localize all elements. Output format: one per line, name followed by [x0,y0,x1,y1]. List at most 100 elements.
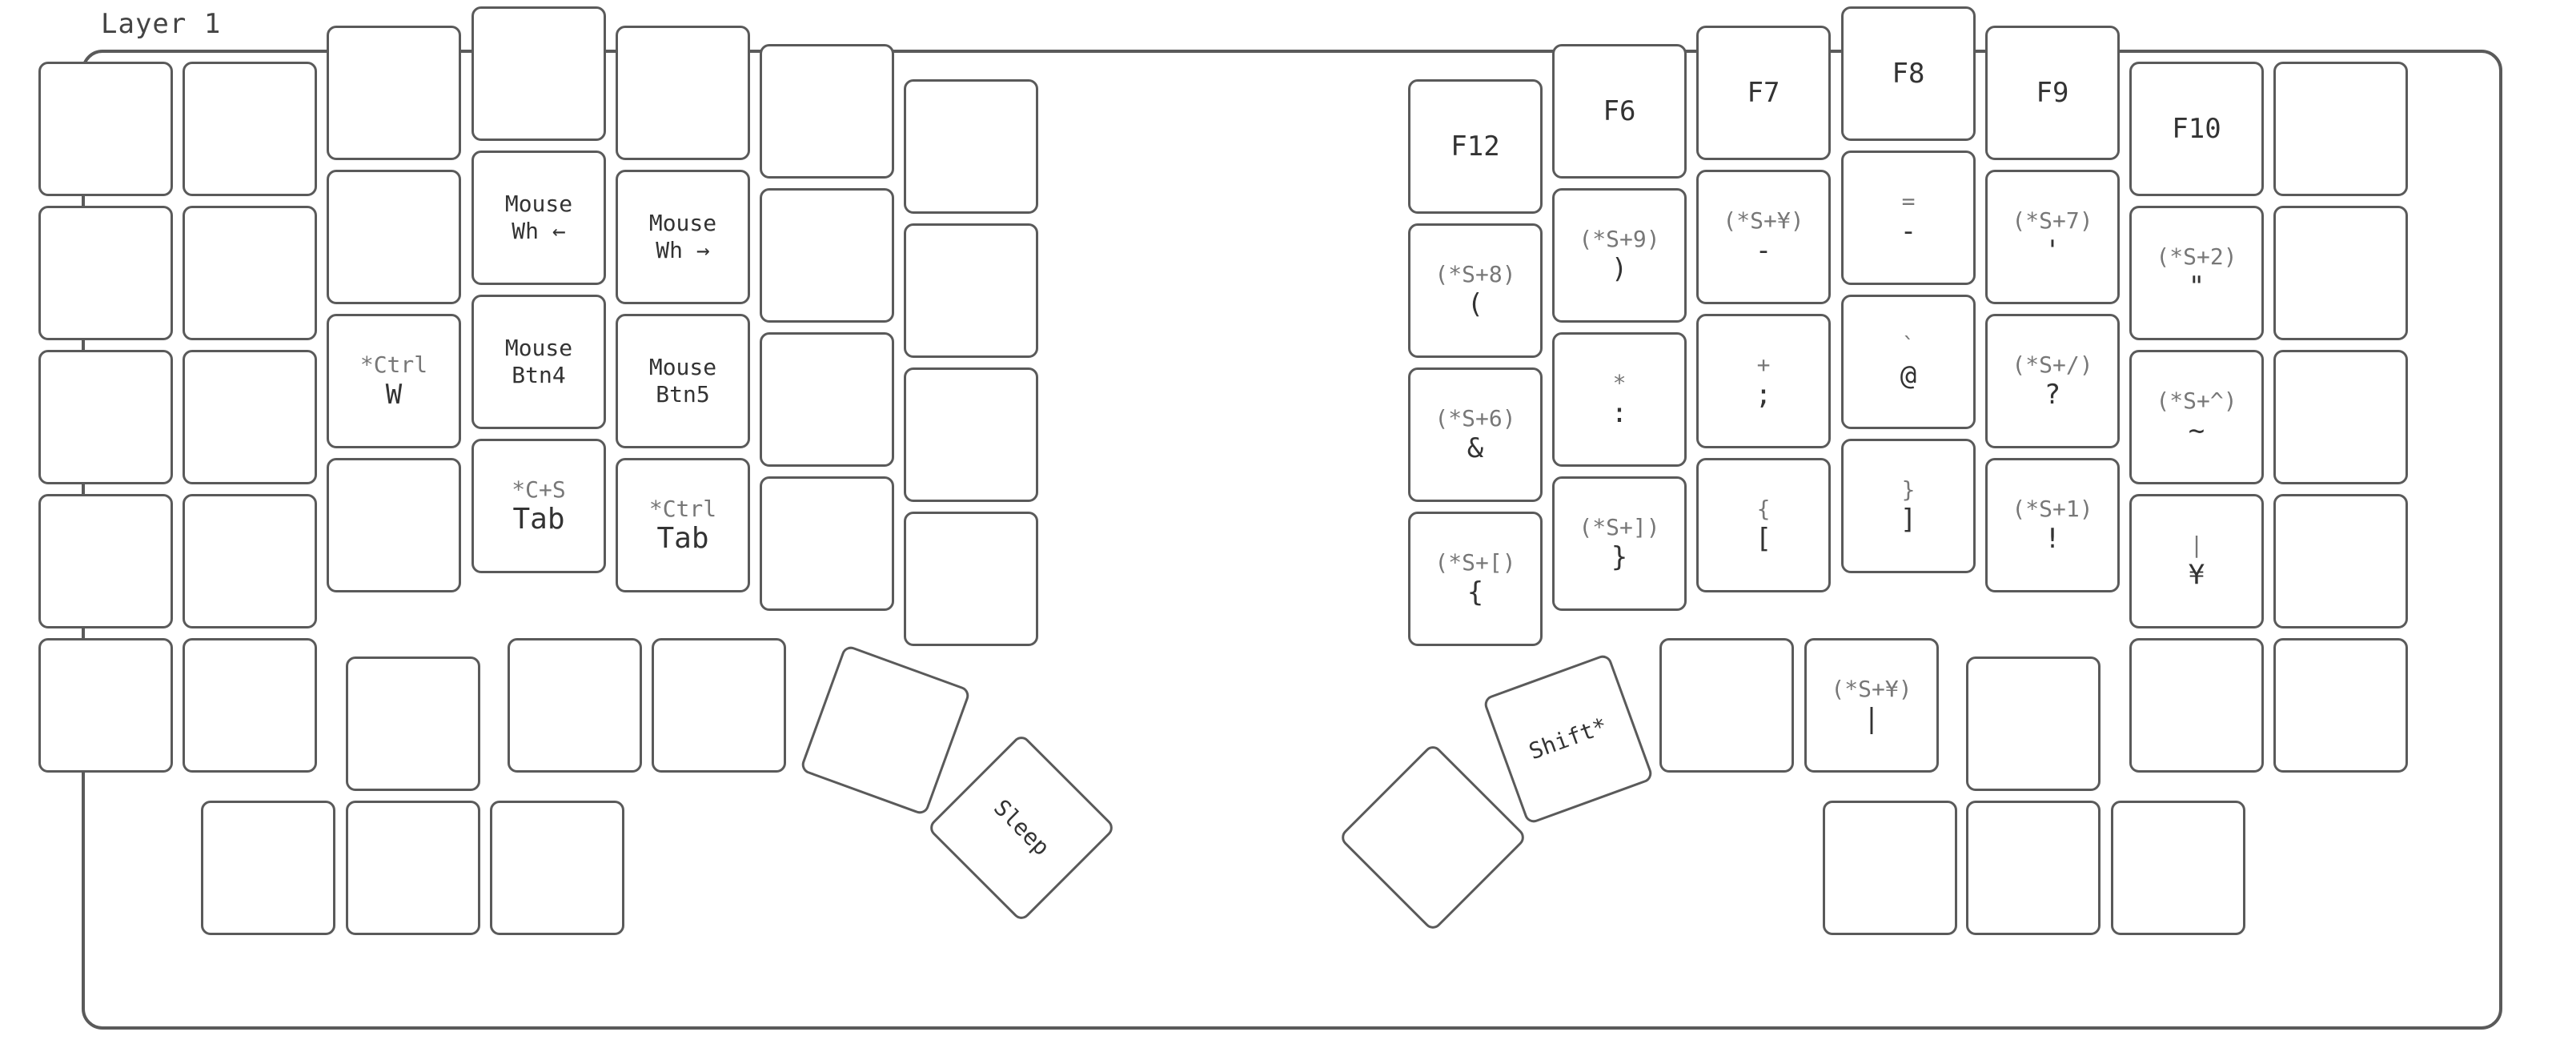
key-legend: Wh ← [512,218,566,244]
key[interactable]: F6 [1552,44,1687,179]
key[interactable]: (*S+8)( [1408,223,1543,358]
key[interactable] [346,656,480,791]
key[interactable] [38,206,173,340]
key[interactable] [183,62,317,196]
key[interactable] [38,350,173,484]
key-shifted-legend: (*S+[) [1434,549,1516,576]
key[interactable] [760,476,894,611]
key-shifted-legend: (*S+7) [2012,207,2093,234]
key[interactable] [760,188,894,323]
key[interactable]: (*S+/)? [1985,314,2120,448]
key[interactable] [490,801,624,935]
key[interactable]: F9 [1985,26,2120,160]
key-legend: W [385,379,403,411]
key[interactable] [2111,801,2245,935]
key[interactable] [2273,206,2408,340]
key[interactable] [2129,638,2264,773]
key[interactable] [2273,494,2408,628]
key-legend: @ [1900,359,1917,391]
key-shifted-legend: (*S+9) [1579,226,1660,252]
key[interactable] [183,638,317,773]
key[interactable] [346,801,480,935]
key[interactable]: *: [1552,332,1687,467]
key-legend: Btn5 [656,381,710,408]
key[interactable] [471,6,606,141]
key-shifted-legend: + [1756,351,1771,378]
key-legend: Mouse [504,335,573,361]
key-legend: ? [2044,379,2061,411]
key-legend: { [1467,576,1484,608]
key-legend: Tab [656,522,709,555]
key[interactable]: F10 [2129,62,2264,196]
key-legend: ! [2044,523,2061,555]
key[interactable]: F12 [1408,79,1543,214]
key[interactable] [38,494,173,628]
key-shifted-legend: (*S+1) [2012,496,2093,522]
key-shifted-legend: (*S+^) [2156,387,2237,414]
key[interactable] [183,350,317,484]
key[interactable]: F8 [1841,6,1976,141]
key[interactable] [904,223,1038,358]
key[interactable]: (*S+])} [1552,476,1687,611]
key[interactable] [760,332,894,467]
key-shifted-legend: = [1901,188,1916,215]
key[interactable] [183,494,317,628]
key-legend: - [1900,215,1917,247]
key[interactable]: }] [1841,439,1976,573]
key[interactable]: {[ [1696,458,1831,592]
key[interactable] [38,638,173,773]
key[interactable] [327,458,461,592]
key[interactable]: (*S+[){ [1408,512,1543,646]
key[interactable]: (*S+6)& [1408,367,1543,502]
key[interactable] [508,638,642,773]
key[interactable]: =- [1841,151,1976,285]
key[interactable]: (*S+2)" [2129,206,2264,340]
key[interactable] [327,26,461,160]
key-legend: ' [2044,235,2061,267]
key[interactable] [327,170,461,304]
key[interactable]: (*S+1)! [1985,458,2120,592]
key[interactable] [1966,801,2101,935]
key[interactable]: (*S+^)~ [2129,350,2264,484]
key[interactable]: (*S+¥)| [1804,638,1939,773]
key[interactable] [2273,62,2408,196]
key-shifted-legend: *C+S [512,476,566,503]
key-shifted-legend: (*S+8) [1434,261,1516,287]
key-legend: - [1755,235,1772,267]
key[interactable] [201,801,335,935]
key-legend: Mouse [504,191,573,217]
key[interactable] [38,62,173,196]
key[interactable] [2273,638,2408,773]
key[interactable] [1659,638,1794,773]
key[interactable]: `@ [1841,295,1976,429]
key-shifted-legend: | [2189,532,2204,558]
key-legend: ] [1900,504,1917,536]
key[interactable]: (*S+7)' [1985,170,2120,304]
key-shifted-legend: (*S+¥) [1831,676,1912,702]
key-legend: ~ [2188,415,2205,447]
key[interactable] [1966,656,2101,791]
key[interactable] [904,512,1038,646]
key[interactable] [652,638,786,773]
key[interactable] [616,26,750,160]
key[interactable]: F7 [1696,26,1831,160]
key[interactable] [904,79,1038,214]
key[interactable] [2273,350,2408,484]
key[interactable] [183,206,317,340]
key[interactable]: +; [1696,314,1831,448]
key[interactable] [1823,801,1957,935]
key[interactable]: (*S+9)) [1552,188,1687,323]
key[interactable] [904,367,1038,502]
key[interactable]: (*S+¥)- [1696,170,1831,304]
key[interactable]: |¥ [2129,494,2264,628]
key-legend: ) [1611,253,1628,285]
key-legend: Mouse [648,354,717,380]
key[interactable] [760,44,894,179]
